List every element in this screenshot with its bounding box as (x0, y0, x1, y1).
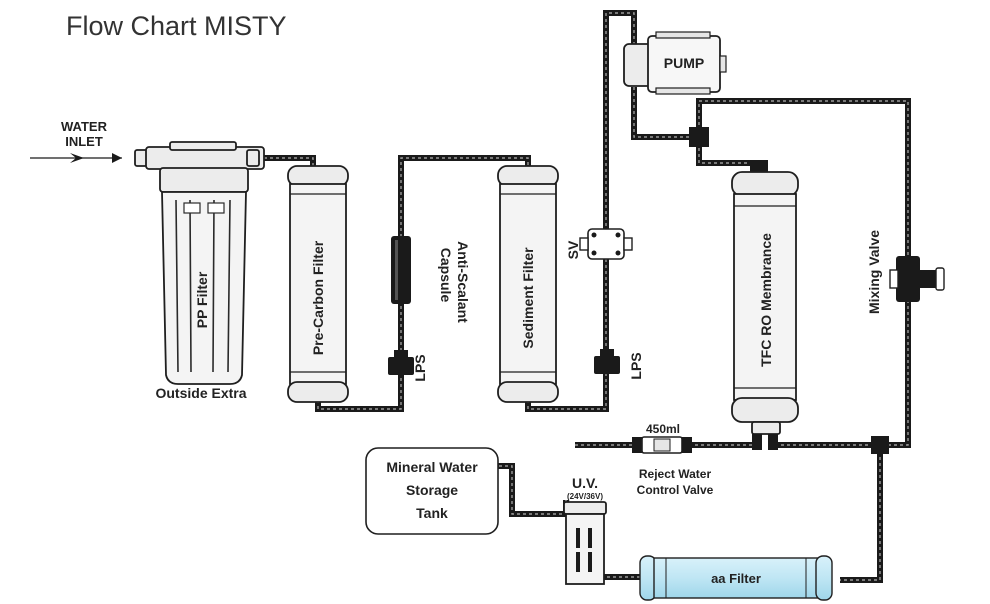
tee-fitting (689, 127, 709, 147)
pre-carbon-filter: Pre-Carbon Filter (287, 165, 349, 403)
tee-fitting (871, 436, 889, 454)
water-inlet: WATER INLET (30, 119, 122, 163)
low-pressure-switch-1 (388, 350, 414, 375)
storage-tank-label: Tank (416, 505, 448, 521)
anti-scalant-label: Anti-Scalant (455, 241, 471, 323)
aa-filter: aa Filter (639, 555, 833, 601)
aa-filter-label: aa Filter (711, 571, 761, 586)
pp-filter: PP Filter (134, 141, 265, 385)
mineral-water-storage-tank: Mineral Water Storage Tank (365, 447, 499, 535)
sediment-filter-label: Sediment Filter (520, 247, 536, 349)
pre-carbon-filter-label: Pre-Carbon Filter (310, 240, 326, 355)
low-pressure-switch-2 (594, 349, 620, 374)
pp-filter-label: PP Filter (194, 271, 210, 328)
reject-valve-label: Control Valve (637, 483, 714, 497)
lps-label: LPS (628, 352, 644, 379)
sediment-filter: Sediment Filter (497, 165, 559, 403)
uv-sterilizer: U.V. (24V/36V) (563, 475, 607, 585)
storage-tank-label: Mineral Water (386, 459, 478, 475)
storage-tank-label: Storage (406, 482, 458, 498)
sv-label: SV (565, 240, 581, 259)
pump: PUMP (623, 31, 727, 95)
page-title: Flow Chart MISTY (66, 11, 287, 41)
lps-label: LPS (412, 354, 428, 381)
flow-rate-label: 450ml (646, 422, 680, 436)
reject-valve-label: Reject Water (639, 467, 712, 481)
mixing-valve-label: Mixing Valve (866, 230, 882, 314)
anti-scalant-capsule (391, 236, 411, 304)
water-inlet-label: WATER (61, 119, 108, 134)
solenoid-valve (579, 228, 633, 260)
arrow-icon (70, 153, 84, 163)
ro-membrane: TFC RO Membrance (731, 160, 799, 450)
uv-voltage-label: (24V/36V) (567, 492, 603, 501)
water-inlet-label: INLET (65, 134, 103, 149)
reject-water-control-valve (632, 436, 692, 454)
anti-scalant-label: Capsule (438, 248, 454, 303)
uv-label: U.V. (572, 475, 598, 491)
ro-membrane-label: TFC RO Membrance (758, 233, 774, 367)
outside-extra-label: Outside Extra (155, 385, 246, 401)
pump-label: PUMP (664, 55, 704, 71)
mixing-valve (889, 256, 945, 302)
